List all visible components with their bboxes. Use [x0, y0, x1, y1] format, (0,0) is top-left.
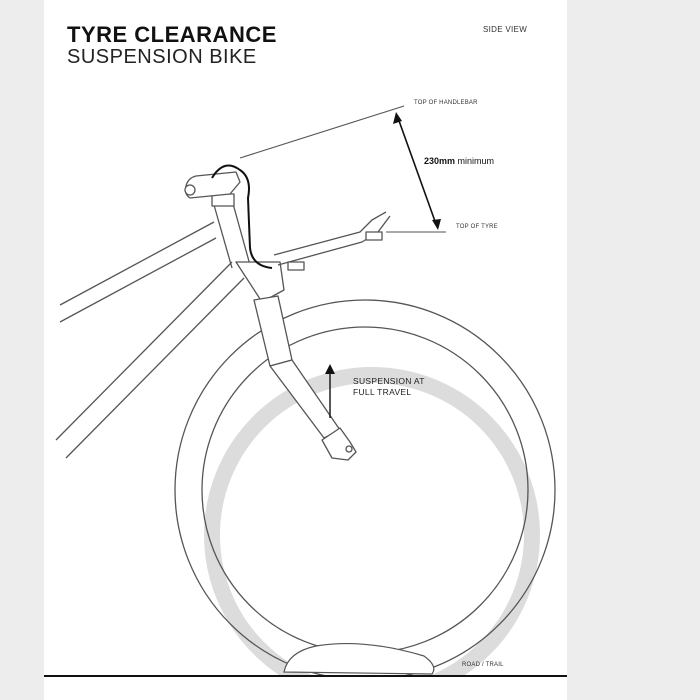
suspension-label-line2: FULL TRAVEL	[353, 387, 412, 397]
diagram-sheet	[44, 0, 567, 700]
top-of-handlebar-label: TOP OF HANDLEBAR	[414, 100, 478, 106]
top-of-tyre-label: TOP OF TYRE	[456, 224, 498, 230]
clearance-value: 230mm	[424, 156, 456, 166]
left-margin-panel	[0, 0, 44, 700]
bike-frame	[55, 199, 251, 459]
suspension-fork	[235, 261, 357, 461]
handlebar	[184, 171, 241, 207]
suspension-arrow	[325, 364, 335, 418]
clearance-qualifier: minimum	[457, 156, 495, 166]
page-subtitle: SUSPENSION BIKE	[67, 46, 257, 68]
saddle	[283, 642, 435, 675]
ground-label: ROAD / TRAIL	[462, 662, 504, 668]
brake-cable	[211, 164, 273, 269]
suspension-label-line1: SUSPENSION AT	[353, 376, 425, 386]
bag-bracket	[273, 211, 391, 271]
suspension-label: SUSPENSION AT FULL TRAVEL	[353, 376, 425, 398]
page-title: TYRE CLEARANCE	[67, 22, 277, 47]
view-label: SIDE VIEW	[483, 25, 528, 34]
clearance-arrow	[393, 112, 441, 230]
clearance-guides	[239, 105, 446, 233]
clearance-dimension-label: 230mm minimum	[424, 156, 494, 166]
right-margin-panel	[567, 0, 700, 700]
